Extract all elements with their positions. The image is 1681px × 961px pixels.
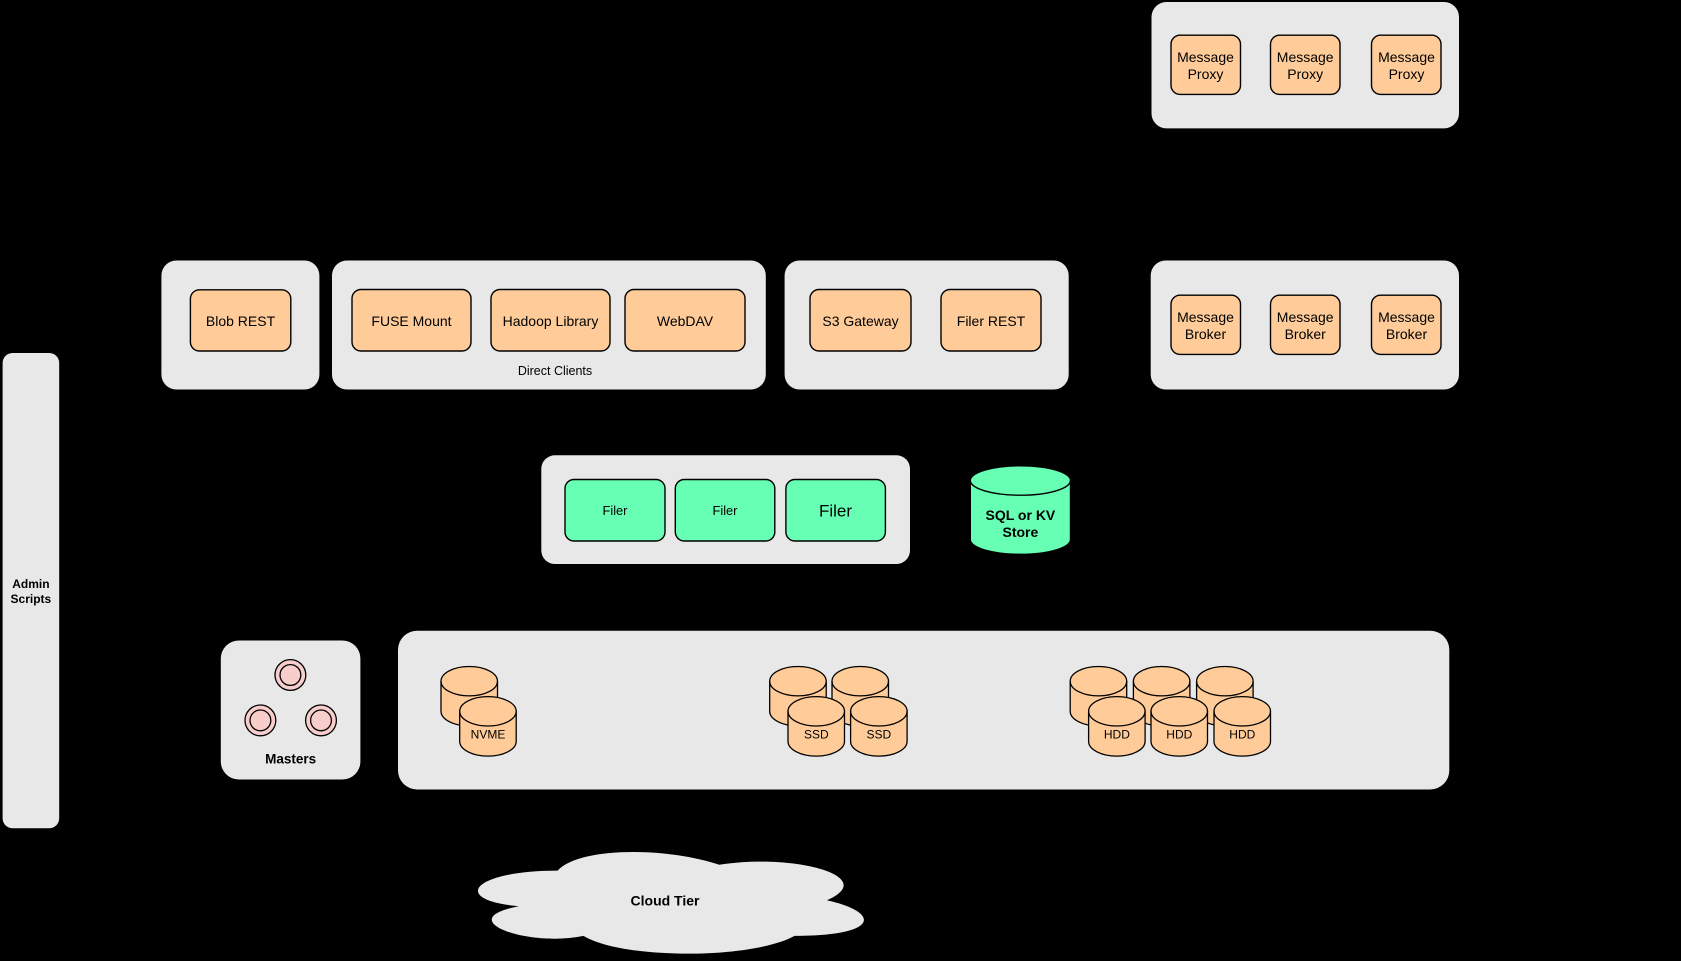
svg-text:Admin: Admin: [12, 577, 49, 591]
svg-text:Broker: Broker: [1386, 326, 1428, 342]
svg-text:S3 Gateway: S3 Gateway: [822, 313, 898, 329]
svg-text:Message: Message: [1378, 309, 1435, 325]
svg-text:Message: Message: [1177, 49, 1234, 65]
svg-text:WebDAV: WebDAV: [657, 313, 714, 329]
svg-text:Direct Clients: Direct Clients: [518, 364, 592, 378]
svg-text:Hadoop Library: Hadoop Library: [503, 313, 599, 329]
svg-text:Filer: Filer: [603, 503, 629, 518]
svg-text:HDD: HDD: [1229, 728, 1255, 742]
svg-text:Message: Message: [1277, 309, 1334, 325]
svg-text:SSD: SSD: [804, 728, 829, 742]
svg-text:Filer: Filer: [819, 501, 852, 520]
svg-text:Scripts: Scripts: [11, 592, 52, 606]
svg-text:Filer: Filer: [713, 503, 739, 518]
svg-text:Message: Message: [1177, 309, 1234, 325]
svg-text:Message: Message: [1277, 49, 1334, 65]
svg-text:SSD: SSD: [867, 728, 892, 742]
svg-text:Proxy: Proxy: [1188, 66, 1224, 82]
svg-text:HDD: HDD: [1166, 728, 1192, 742]
svg-text:Broker: Broker: [1285, 326, 1327, 342]
svg-text:Cloud Tier: Cloud Tier: [631, 893, 701, 909]
svg-text:Broker: Broker: [1185, 326, 1227, 342]
svg-text:Masters: Masters: [265, 751, 316, 766]
svg-text:Message: Message: [1378, 49, 1435, 65]
svg-text:Store: Store: [1003, 524, 1039, 540]
svg-text:Proxy: Proxy: [1389, 66, 1425, 82]
svg-text:Blob REST: Blob REST: [206, 313, 276, 329]
svg-text:Filer REST: Filer REST: [957, 313, 1026, 329]
svg-text:NVME: NVME: [471, 728, 506, 742]
svg-text:HDD: HDD: [1104, 728, 1130, 742]
svg-text:FUSE Mount: FUSE Mount: [371, 313, 451, 329]
svg-text:SQL or KV: SQL or KV: [986, 507, 1056, 523]
svg-text:Proxy: Proxy: [1287, 66, 1323, 82]
